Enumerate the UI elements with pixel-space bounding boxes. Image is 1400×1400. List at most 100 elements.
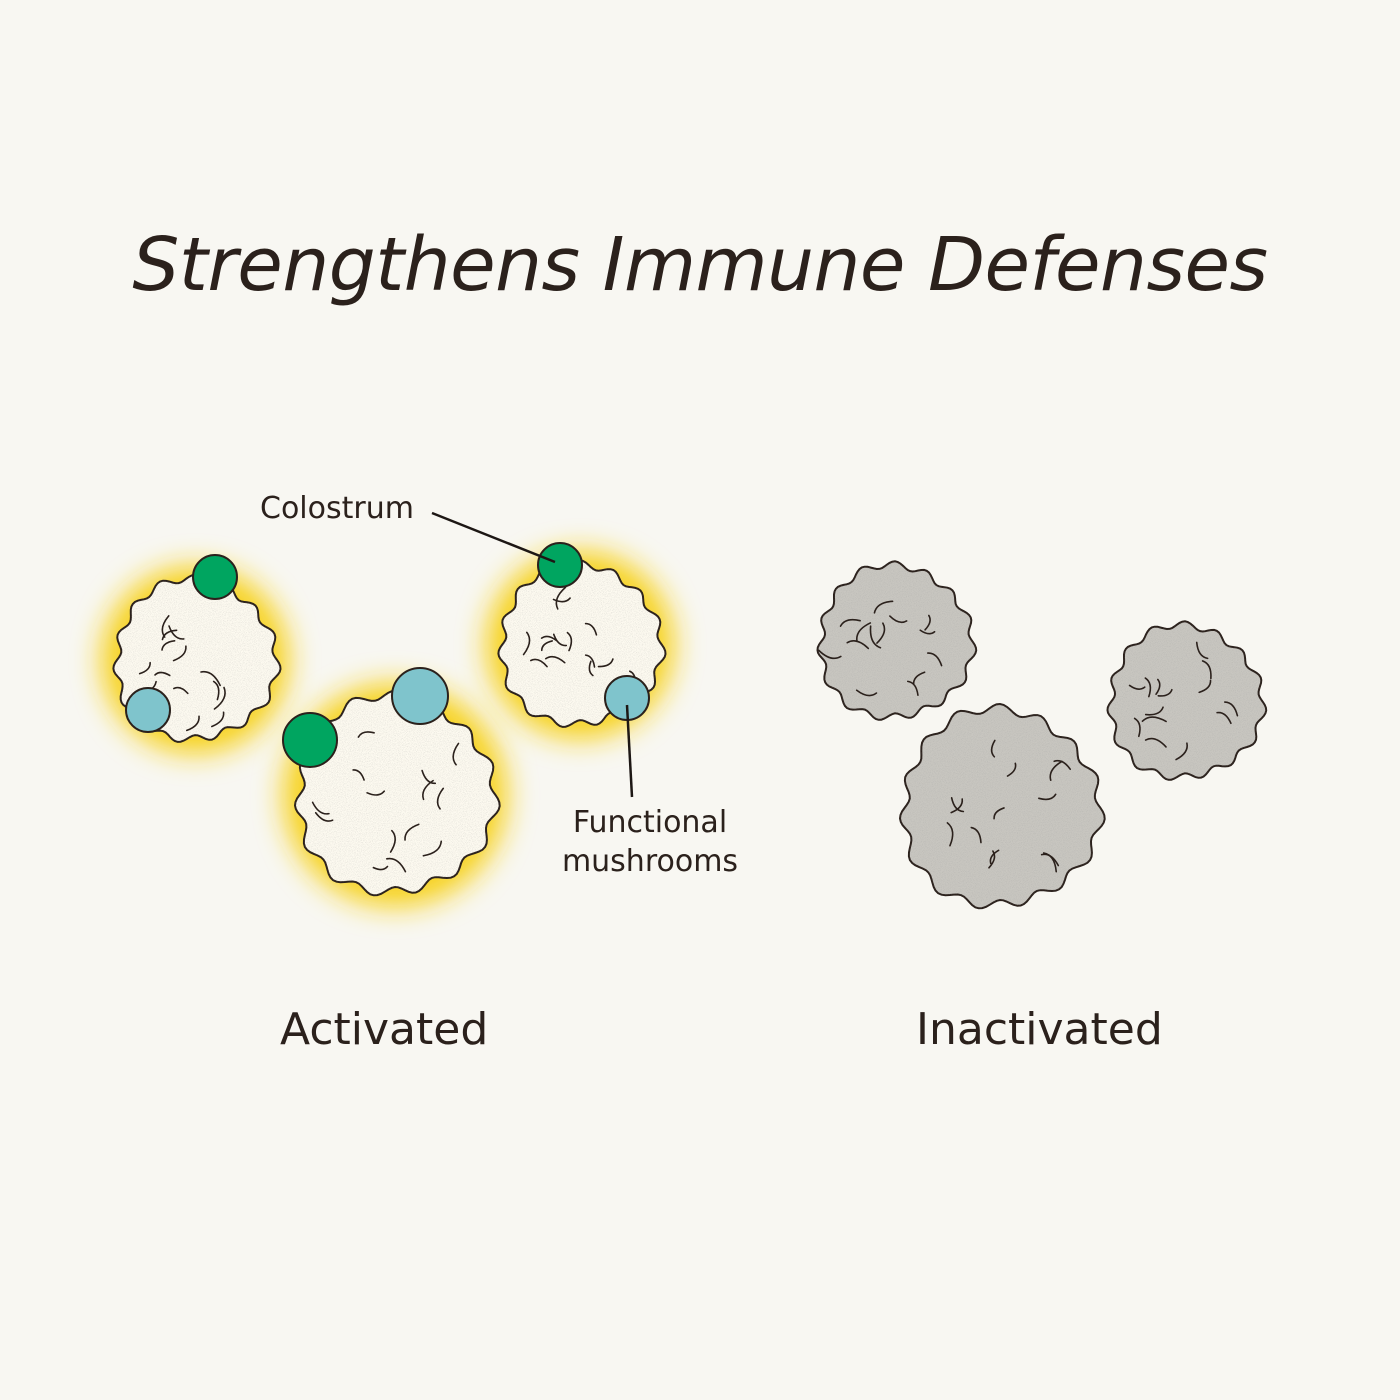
cell-squiggle xyxy=(385,857,407,873)
cell-squiggle xyxy=(173,686,189,695)
cell-squiggle xyxy=(372,865,389,871)
inactivated-immune-cell xyxy=(1106,620,1268,781)
cell-squiggle xyxy=(552,597,571,603)
inactivated-immune-cell xyxy=(816,560,978,721)
cell-squiggle xyxy=(876,622,886,644)
cell-squiggle xyxy=(919,629,936,635)
cell-squiggle xyxy=(566,631,573,652)
cell-squiggle xyxy=(168,625,185,640)
cell-squiggle xyxy=(839,618,861,627)
cell-squiggle xyxy=(311,801,330,815)
cell-squiggle xyxy=(138,661,151,675)
cell-squiggle xyxy=(970,826,982,844)
cell-squiggle xyxy=(990,739,996,758)
cell-squiggle xyxy=(912,671,926,686)
mushrooms-receptor xyxy=(125,687,171,733)
colostrum-receptor xyxy=(192,554,238,600)
cell-squiggle xyxy=(1157,688,1173,697)
cell-squiggle xyxy=(889,615,908,624)
cell-squiggle xyxy=(200,670,221,687)
cell-squiggle xyxy=(404,823,420,841)
cell-squiggle xyxy=(452,742,460,766)
cell-squiggle xyxy=(357,731,375,738)
cell-squiggle xyxy=(584,622,598,636)
cell-squiggle xyxy=(1223,701,1239,717)
cell-squiggle xyxy=(1195,641,1209,660)
cell-squiggle xyxy=(352,769,365,781)
cell-squiggle xyxy=(1128,684,1146,690)
cell-squiggle xyxy=(873,600,894,614)
cell-squiggle xyxy=(1133,717,1141,738)
cell-squiggle xyxy=(869,625,882,649)
mushrooms-label-line1: Functional xyxy=(572,805,728,840)
mushrooms-label: Functional mushrooms xyxy=(555,803,745,881)
cell-squiggle xyxy=(314,811,334,822)
cell-squiggle xyxy=(1141,716,1167,723)
cell-squiggle xyxy=(1144,706,1164,716)
cell-squiggle xyxy=(161,629,178,641)
colostrum-label: Colostrum xyxy=(260,491,414,526)
cell-squiggle xyxy=(172,645,187,662)
cell-squiggle xyxy=(588,660,594,677)
activated-immune-cell xyxy=(101,554,289,754)
cell-squiggle xyxy=(950,798,964,814)
cell-squiggle xyxy=(584,654,596,668)
cell-texture xyxy=(817,561,977,720)
cell-squiggle xyxy=(161,615,170,638)
cell-squiggle xyxy=(366,790,386,796)
activated-immune-cell xyxy=(282,667,507,907)
activated-label: Activated xyxy=(280,1004,489,1055)
page-title: Strengthens Immune Defenses xyxy=(132,222,1268,308)
cell-squiggle xyxy=(906,680,919,696)
cell-squiggle xyxy=(1049,760,1063,782)
cell-squiggle xyxy=(421,769,437,785)
cell-squiggle xyxy=(855,689,878,697)
inactivated-label: Inactivated xyxy=(916,1004,1163,1055)
mushrooms-receptor xyxy=(391,667,449,725)
cell-squiggle xyxy=(540,640,554,652)
cell-squiggle xyxy=(989,849,1000,865)
colostrum-pointer-line xyxy=(431,511,556,564)
cell-squiggle xyxy=(946,822,954,847)
inactivated-immune-cell xyxy=(898,702,1106,910)
cell-squiggle xyxy=(161,640,176,651)
cell-squiggle xyxy=(540,635,558,642)
cell-squiggle xyxy=(924,614,931,631)
cell-squiggle xyxy=(1144,677,1152,698)
cell-squiggle xyxy=(1040,853,1060,867)
cell-squiggle xyxy=(1175,742,1188,761)
mushrooms-label-line2: mushrooms xyxy=(561,844,739,879)
cell-squiggle xyxy=(1216,711,1232,725)
cell-squiggle xyxy=(988,850,996,869)
mushrooms-pointer-line xyxy=(625,704,634,798)
colostrum-receptor xyxy=(537,542,583,588)
cell-squiggle xyxy=(1144,737,1167,748)
cell-squiggle xyxy=(436,787,445,810)
cell-squiggle xyxy=(555,586,567,610)
activated-immune-cell xyxy=(486,542,674,739)
cell-squiggle xyxy=(993,807,1005,820)
colostrum-receptor xyxy=(282,712,338,768)
cell-squiggle xyxy=(597,658,614,668)
cell-squiggle xyxy=(544,655,566,664)
cell-squiggle xyxy=(522,631,531,656)
cell-squiggle xyxy=(1201,660,1212,680)
cell-squiggle xyxy=(530,658,548,668)
cell-squiggle xyxy=(1155,678,1161,696)
cell-squiggle xyxy=(818,649,842,660)
cell-squiggle xyxy=(422,779,434,801)
cell-texture xyxy=(900,704,1105,909)
cell-squiggle xyxy=(212,680,220,701)
cell-squiggle xyxy=(552,633,568,647)
cell-squiggle xyxy=(950,797,965,813)
cell-texture xyxy=(295,691,500,896)
cell-squiggle xyxy=(211,711,225,728)
cell-squiggle xyxy=(185,715,200,732)
cell-squiggle xyxy=(1006,762,1017,777)
cell-squiggle xyxy=(855,622,872,643)
cell-squiggle xyxy=(927,652,943,667)
cell-squiggle xyxy=(1038,793,1057,801)
cell-squiggle xyxy=(154,671,171,677)
cell-squiggle xyxy=(389,829,396,853)
